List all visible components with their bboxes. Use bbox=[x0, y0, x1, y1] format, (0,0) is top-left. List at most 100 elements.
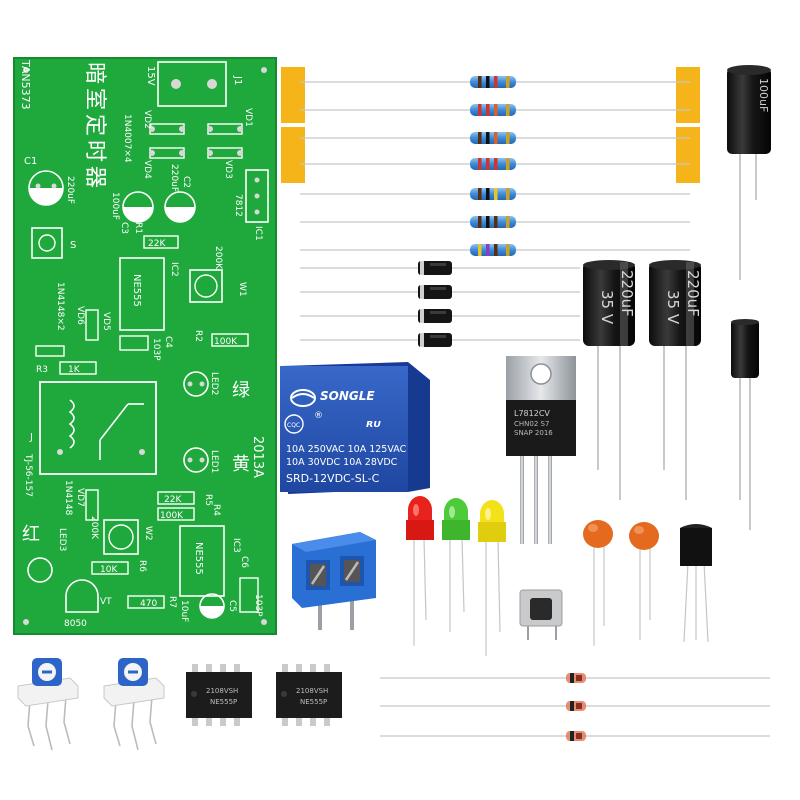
label-r3: R3 bbox=[36, 365, 48, 375]
label-c5-value: 10uF bbox=[179, 600, 189, 622]
regulator-label-1: L7812CV bbox=[514, 409, 550, 418]
relay-cqc: CQC bbox=[287, 422, 300, 429]
cap1-voltage: 35 V bbox=[598, 290, 616, 325]
diode-1n4148 bbox=[380, 701, 770, 711]
relay-brand: SONGLE bbox=[320, 389, 375, 403]
label-r7: R7 bbox=[167, 596, 177, 608]
label-r2: R2 bbox=[193, 330, 203, 342]
label-w1: W1 bbox=[237, 282, 247, 297]
diode-1n4148-group bbox=[380, 673, 770, 741]
ic2-label-2: NE555P bbox=[300, 698, 327, 706]
cap-100uf-label: 100uF bbox=[757, 78, 770, 112]
label-c6: C6 bbox=[239, 556, 249, 568]
resistor bbox=[300, 244, 690, 256]
label-ic2: IC2 bbox=[169, 262, 179, 277]
ic1-label-1: 2108VSH bbox=[206, 687, 238, 695]
relay-songle: SONGLE ® CQC ᴿᵁ 10A 250VAC 10A 125VAC 10… bbox=[280, 362, 430, 494]
tape-right-top bbox=[676, 67, 700, 123]
label-c5: C5 bbox=[227, 600, 237, 612]
label-vd4: VD4 bbox=[142, 160, 152, 179]
voltage-regulator-7812: L7812CV CHN02 S7 SNAP 2016 bbox=[506, 356, 576, 544]
label-yellow: 黄 bbox=[232, 454, 250, 475]
label-vd3: VD3 bbox=[223, 160, 233, 179]
label-j1: J1 bbox=[232, 75, 243, 85]
label-c2-value: 220uF bbox=[169, 164, 179, 192]
capacitor-100uf-large: 100uF bbox=[727, 65, 771, 280]
label-w2: W2 bbox=[143, 526, 153, 541]
label-ic1: IC1 bbox=[253, 226, 263, 241]
capacitor-220uf-1: 220uF 35 V bbox=[583, 260, 636, 500]
label-r1: R1 bbox=[133, 222, 143, 234]
label-r5: R5 bbox=[203, 494, 213, 506]
led-yellow bbox=[478, 500, 506, 656]
board-code: TAN5373 bbox=[19, 59, 32, 110]
label-r4-value: 22K bbox=[164, 495, 182, 505]
cap1-value: 220uF bbox=[618, 270, 636, 317]
diode-1n4007-group bbox=[300, 261, 580, 347]
label-relay-j: J bbox=[29, 432, 33, 443]
label-r3-value: 1K bbox=[68, 365, 81, 375]
label-red: 红 bbox=[22, 524, 40, 545]
capacitor-10uf-small bbox=[731, 319, 759, 530]
label-c4-value: 103P bbox=[151, 338, 161, 361]
diode-1n4148 bbox=[380, 673, 770, 683]
trim-potentiometer bbox=[17, 658, 79, 751]
ic-ne555-1: 2108VSH NE555P bbox=[186, 664, 252, 726]
label-c4: C4 bbox=[163, 336, 173, 348]
label-vd7-value: 1N4148 bbox=[63, 480, 73, 516]
registered-icon: ® bbox=[314, 411, 323, 421]
label-vt: VT bbox=[100, 597, 112, 607]
trim-potentiometer bbox=[103, 658, 165, 751]
label-switch-s: S bbox=[70, 240, 76, 251]
board-version: 2013A bbox=[250, 436, 265, 478]
songle-logo-icon bbox=[290, 389, 316, 407]
label-w2-value: 200K bbox=[89, 516, 99, 540]
label-r4: R4 bbox=[211, 504, 221, 516]
label-c1-value: 220uF bbox=[65, 176, 75, 204]
label-vd7: VD7 bbox=[75, 488, 85, 507]
ceramic-capacitor-1 bbox=[583, 520, 613, 646]
resistor bbox=[300, 76, 690, 88]
regulator-label-3: SNAP 2016 bbox=[514, 429, 553, 437]
label-vt-value: 8050 bbox=[64, 619, 87, 629]
label-c1: C1 bbox=[24, 156, 37, 167]
led-red bbox=[406, 496, 434, 646]
relay-model: SRD-12VDC-SL-C bbox=[286, 472, 380, 485]
ic-ne555-2: 2108VSH NE555P bbox=[276, 664, 342, 726]
diode-1n4007 bbox=[300, 261, 580, 275]
label-w1-value: 200K bbox=[213, 246, 223, 270]
terminal-block bbox=[292, 532, 376, 630]
diode-1n4007 bbox=[300, 309, 580, 323]
relay-rating-2: 10A 30VDC 10A 28VDC bbox=[286, 457, 398, 468]
label-c2: C2 bbox=[181, 176, 191, 188]
cap2-value: 220uF bbox=[684, 270, 702, 317]
ceramic-capacitor-2 bbox=[629, 522, 659, 640]
resistor bbox=[300, 216, 690, 228]
label-vd2: VD2 bbox=[142, 110, 152, 129]
label-15v: 15V bbox=[145, 66, 156, 86]
label-c3-value: 100uF bbox=[110, 192, 120, 220]
push-button bbox=[519, 589, 563, 640]
transistor-8050 bbox=[680, 524, 712, 643]
label-ic3: IC3 bbox=[231, 538, 241, 553]
resistor-strip bbox=[281, 67, 700, 256]
resistor bbox=[300, 132, 690, 144]
tape-left-bottom bbox=[281, 127, 305, 183]
label-c6-value: 103P bbox=[253, 594, 263, 617]
label-r5-value: 100K bbox=[160, 511, 184, 521]
diode-1n4148 bbox=[380, 731, 770, 741]
regulator-label-2: CHN02 S7 bbox=[514, 420, 549, 428]
ic2-label-1: 2108VSH bbox=[296, 687, 328, 695]
diode-1n4007 bbox=[300, 333, 580, 347]
label-vd5: VD5 bbox=[101, 312, 111, 331]
diode-footprints bbox=[149, 123, 243, 159]
ic1-label-2: NE555P bbox=[210, 698, 237, 706]
label-led1: LED1 bbox=[209, 450, 219, 473]
label-ic1-value: 7812 bbox=[233, 194, 243, 217]
label-ic2-value: NE555 bbox=[131, 274, 142, 307]
label-c3: C3 bbox=[119, 222, 129, 234]
diode-1n4007 bbox=[300, 285, 580, 299]
pcb-board: TAN5373 暗室定时器 15V J1 1N4007×4 VD2 VD1 VD… bbox=[13, 57, 277, 635]
label-vd6: VD6 bbox=[75, 306, 85, 325]
